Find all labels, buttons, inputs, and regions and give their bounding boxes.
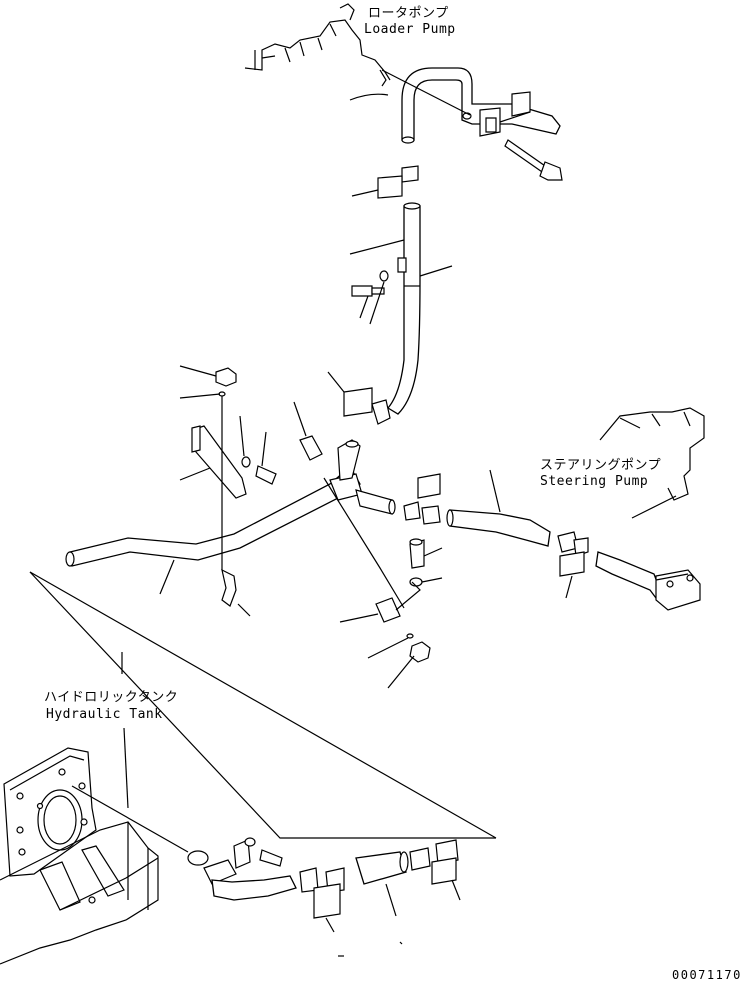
hydraulic-tank-label-jp: ハイドロリックタンク [44,690,179,705]
main-suction-pipe [65,439,396,567]
steering-pump [599,407,705,519]
bolt-and-washer [351,270,389,325]
pipe-bracket [179,425,247,499]
loader-feed-hose [349,202,453,415]
hydraulic-tank [0,747,159,965]
tank-outlet-assembly [71,785,461,957]
hose-clamp-mid [327,371,391,425]
steering-pump-label-en: Steering Pump [540,474,649,489]
flange-bolt [504,139,563,181]
steering-hose [403,469,589,599]
loader-pump [244,3,391,101]
assembly-reference-lines [29,571,497,839]
nut-and-washer [179,365,237,570]
loader-pump-label-jp: ロータポンプ [368,6,449,21]
loader-pump-label-en: Loader Pump [364,22,456,37]
drawing-number: 00071170 [672,968,742,982]
hose-clamp-upper [351,165,419,199]
steering-pump-label-jp: ステアリングポンプ [540,458,662,473]
drain-elbow [159,559,251,617]
bolt-washer-bracket [239,415,277,485]
pipe-clip [293,401,323,461]
leader-loader-pump [381,69,471,116]
loader-pump-outlet-pipe [401,67,561,144]
tee-clamp-hardware [323,477,443,689]
steering-pump-inlet-pipe [595,551,701,611]
hydraulic-tank-label-en: Hydraulic Tank [46,707,163,722]
